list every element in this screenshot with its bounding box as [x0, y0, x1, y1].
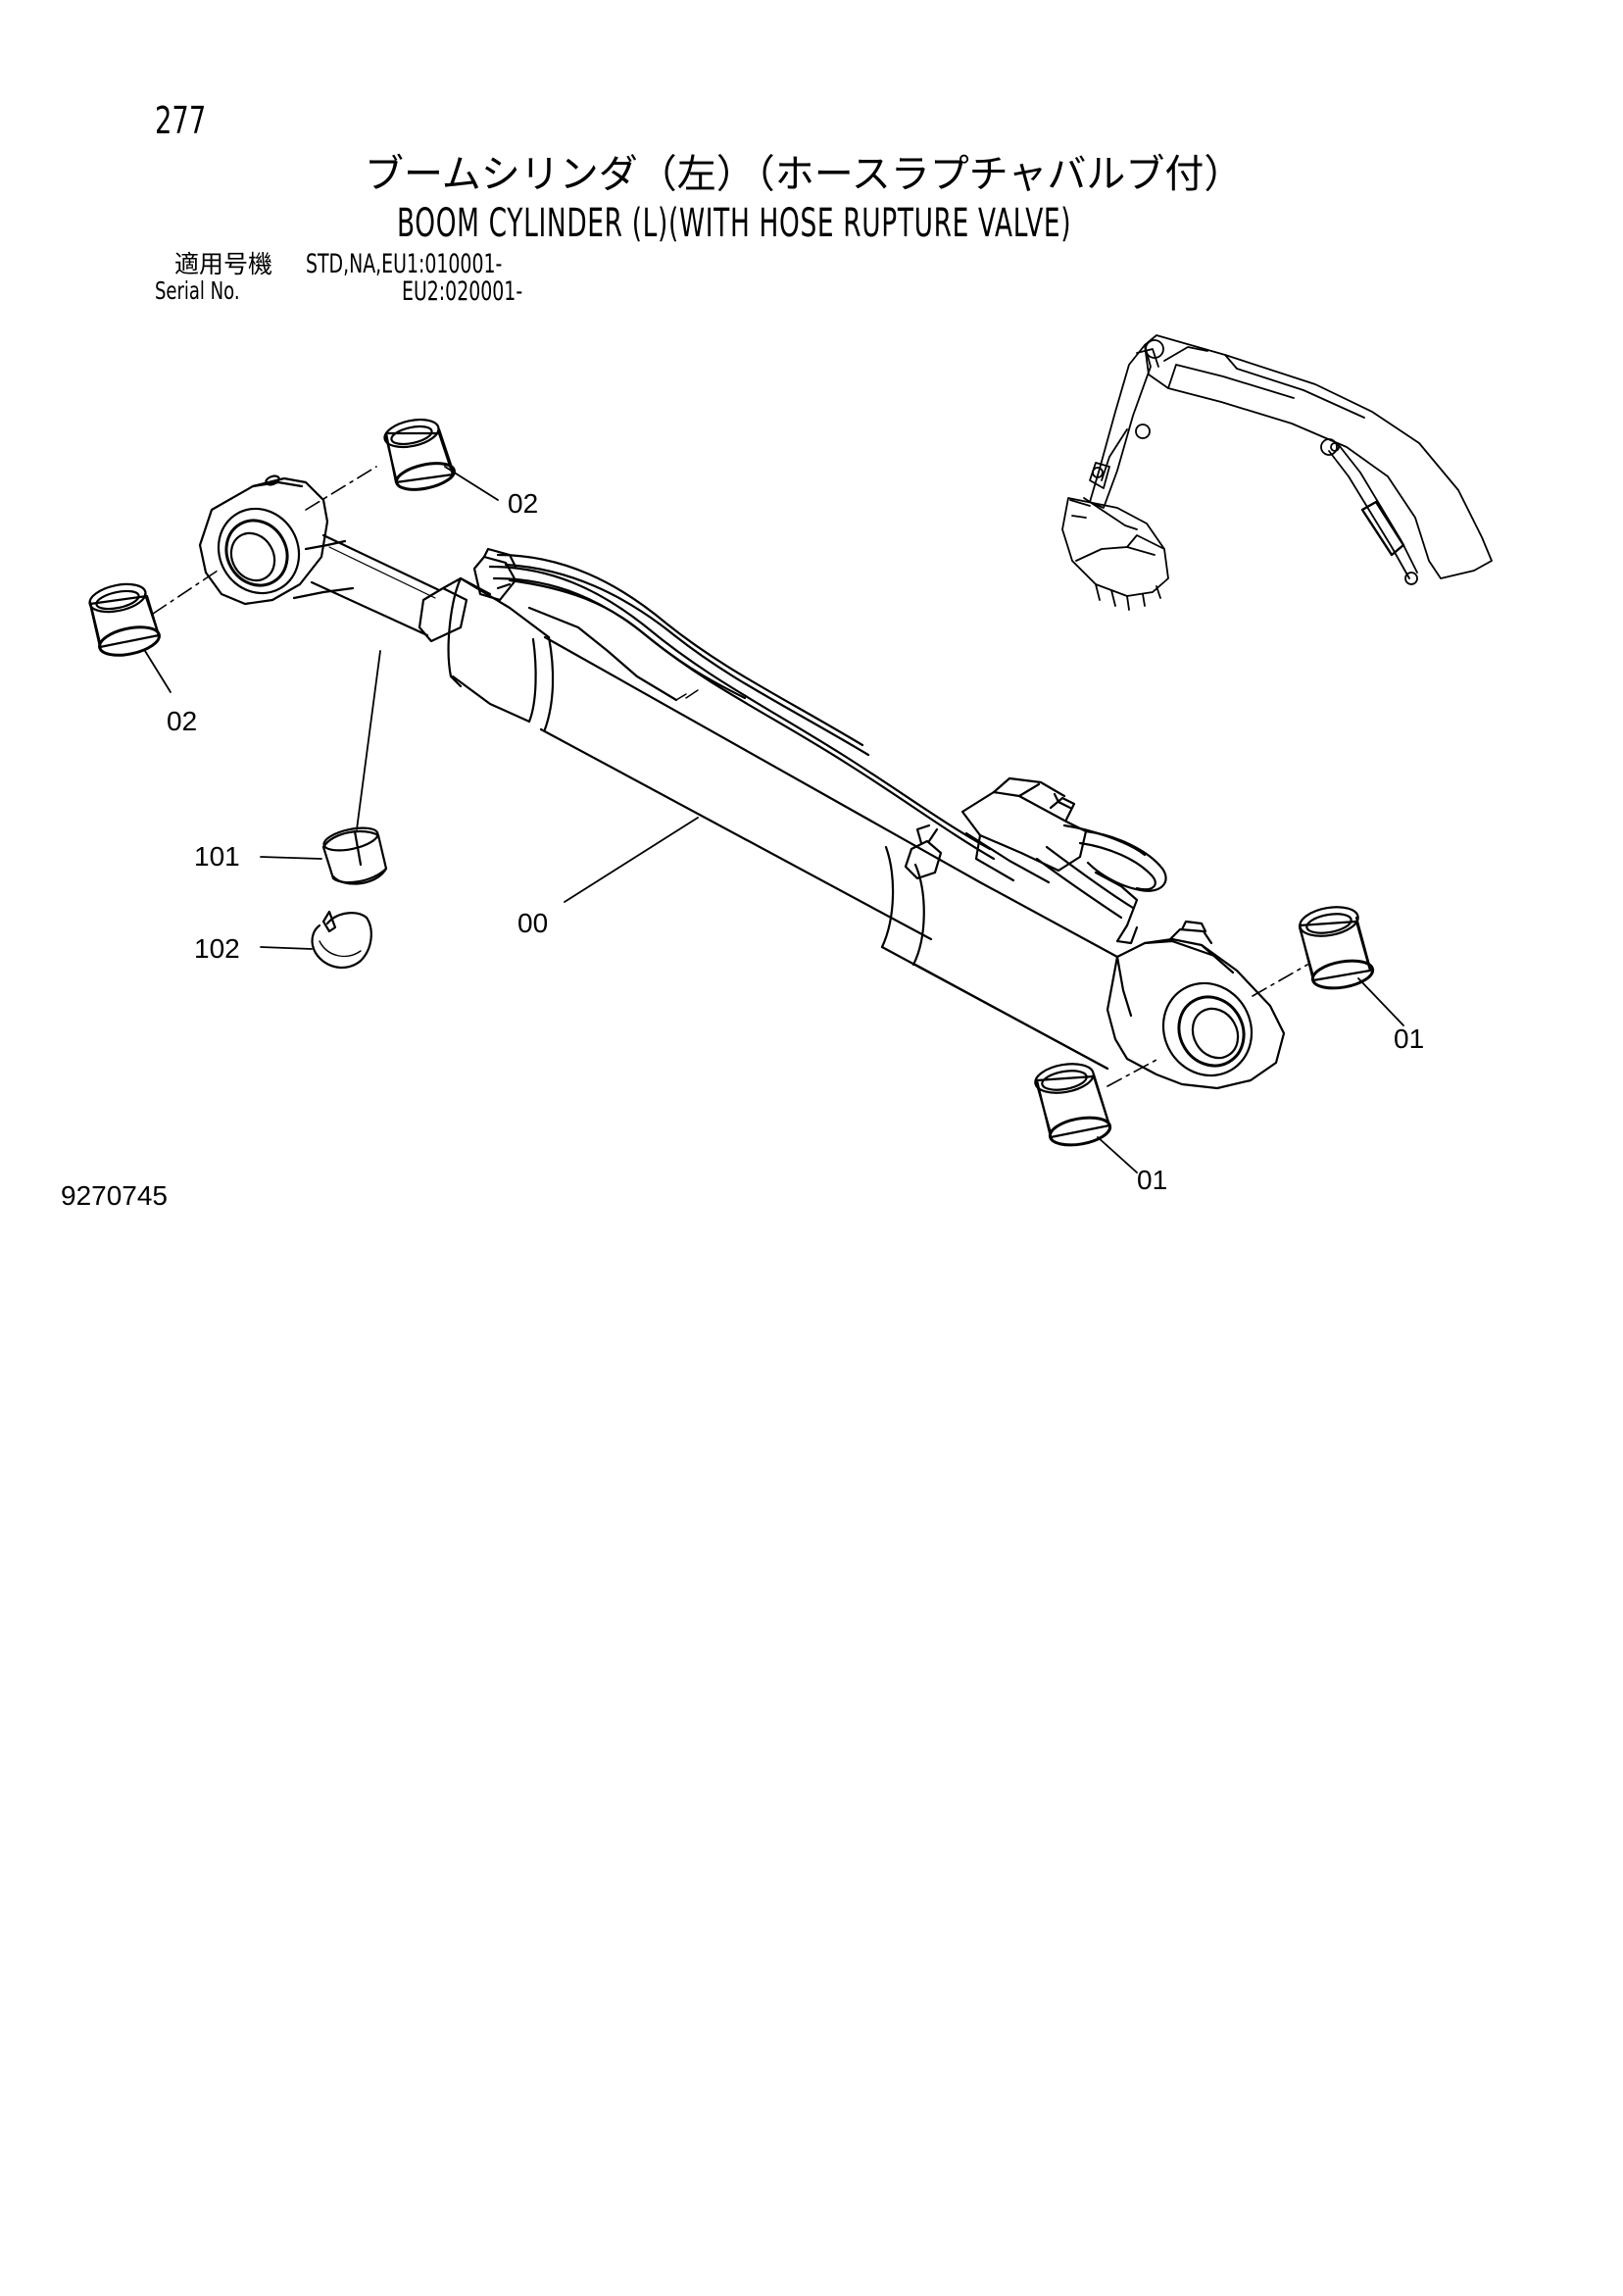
- bushing-02-top: [383, 418, 456, 491]
- callout-01-bottom: 01: [1137, 1165, 1168, 1195]
- snap-ring-102: [311, 910, 372, 970]
- serial-range-1: STD,NA,EU1:010001-: [306, 249, 503, 279]
- hose-rupture-valve: [472, 547, 1167, 945]
- title-english: BOOM CYLINDER (L)(WITH HOSE RUPTURE VALV…: [397, 201, 1072, 246]
- callout-101: 101: [194, 841, 240, 872]
- leader-lines: [144, 466, 1404, 1173]
- callout-02-left: 02: [167, 706, 198, 736]
- serial-range-2: EU2:020001-: [402, 276, 523, 307]
- callout-102: 102: [194, 933, 240, 964]
- serial-label-english: Serial No.: [155, 276, 240, 305]
- boom-cylinder: [198, 474, 1286, 1090]
- bushing-01-bottom: [1034, 1063, 1112, 1147]
- page-number: 277: [155, 99, 207, 142]
- callout-00: 00: [517, 908, 549, 938]
- bushing-01-right: [1298, 906, 1375, 990]
- callout-01-right: 01: [1394, 1023, 1425, 1054]
- assembly-center-lines: [152, 466, 1308, 1087]
- title-japanese: ブームシリンダ（左）（ホースラプチャバルブ付）: [365, 152, 1244, 197]
- callout-02-top: 02: [508, 488, 539, 519]
- drawing-number: 9270745: [61, 1180, 169, 1211]
- bushing-02-left: [88, 582, 161, 657]
- excavator-inset: [1061, 334, 1493, 611]
- seal-101: [321, 826, 388, 885]
- serial-label-japanese: 適用号機: [174, 250, 273, 278]
